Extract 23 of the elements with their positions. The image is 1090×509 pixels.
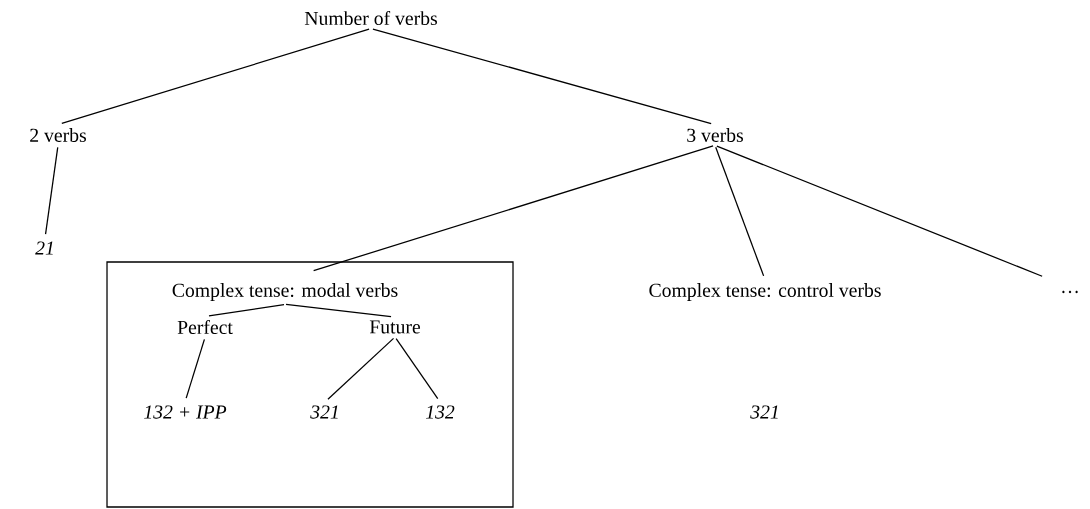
tree-label: 2 verbs: [30, 128, 86, 142]
tree-line: [715, 146, 765, 277]
tree-line: [395, 338, 439, 400]
tree-label: Complex tense: control verbs: [649, 283, 881, 301]
tree-line: [313, 145, 714, 272]
tree-label: …: [1062, 290, 1078, 294]
leaf-label: 321: [310, 405, 338, 419]
tree-line: [285, 303, 392, 318]
tree-line: [185, 338, 206, 399]
tree-line: [372, 28, 712, 125]
tree-line: [208, 303, 285, 317]
tree-label: Number of verbs: [304, 10, 437, 26]
tree-label: 3 verbs: [687, 128, 743, 142]
leaf-label: 132 + IPP: [144, 405, 227, 419]
leaf-label: 321: [750, 405, 778, 419]
tree-line: [327, 337, 395, 400]
tree-line: [716, 145, 1043, 277]
tree-label: Future: [369, 320, 420, 334]
leaf-label: 21: [35, 241, 53, 255]
tree-line: [44, 146, 59, 235]
leaf-label: 132: [425, 405, 455, 419]
tree-line: [61, 28, 370, 125]
tree-label: Perfect: [177, 319, 233, 335]
